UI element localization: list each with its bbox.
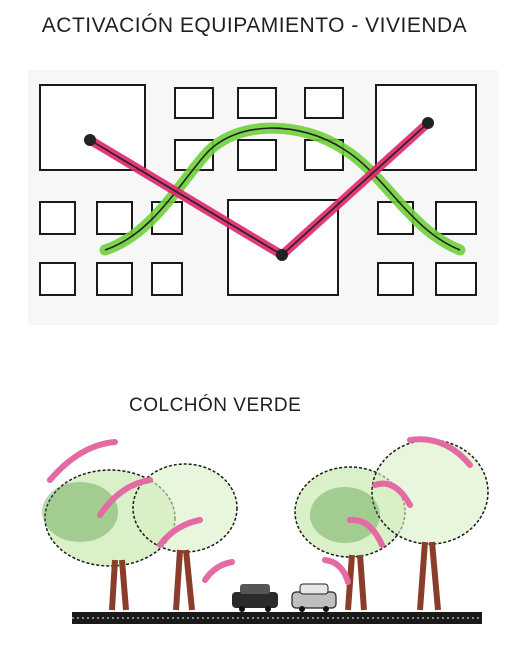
node-dot (84, 134, 96, 146)
block-small (39, 262, 76, 296)
block-small (39, 201, 76, 235)
block-small (304, 87, 344, 119)
tree-canopy (371, 439, 489, 545)
green-buffer-section (42, 436, 489, 624)
block-small (435, 262, 477, 296)
node-dot (422, 117, 434, 129)
pink-arc (347, 516, 385, 548)
pink-arc (97, 477, 153, 518)
pink-arc (47, 439, 118, 483)
block-small (151, 262, 183, 296)
car-right (291, 583, 337, 612)
block-small (96, 201, 133, 235)
block-large (39, 84, 146, 171)
block-small (377, 262, 414, 296)
pink-arc (322, 557, 351, 585)
title-green-buffer: COLCHÓN VERDE (129, 395, 302, 416)
green-line-core (104, 127, 461, 251)
block-small (237, 87, 277, 119)
node-dot (276, 249, 288, 261)
pink-arc (202, 559, 235, 583)
pink-arc (157, 517, 203, 548)
block-small (174, 87, 214, 119)
tree-foliage (310, 487, 380, 543)
pink-arc (407, 436, 473, 468)
activation-diagram (28, 70, 498, 325)
block-small (96, 262, 133, 296)
left-trees (42, 439, 238, 611)
block-small (237, 139, 277, 171)
tree-foliage (42, 482, 118, 542)
tree-trunks (109, 549, 195, 611)
pink-arc (372, 480, 413, 508)
right-trees (294, 436, 489, 611)
title-activation: ACTIVACIÓN EQUIPAMIENTO - VIVIENDA (41, 14, 468, 37)
car-left (232, 584, 278, 612)
block-small (435, 201, 477, 235)
